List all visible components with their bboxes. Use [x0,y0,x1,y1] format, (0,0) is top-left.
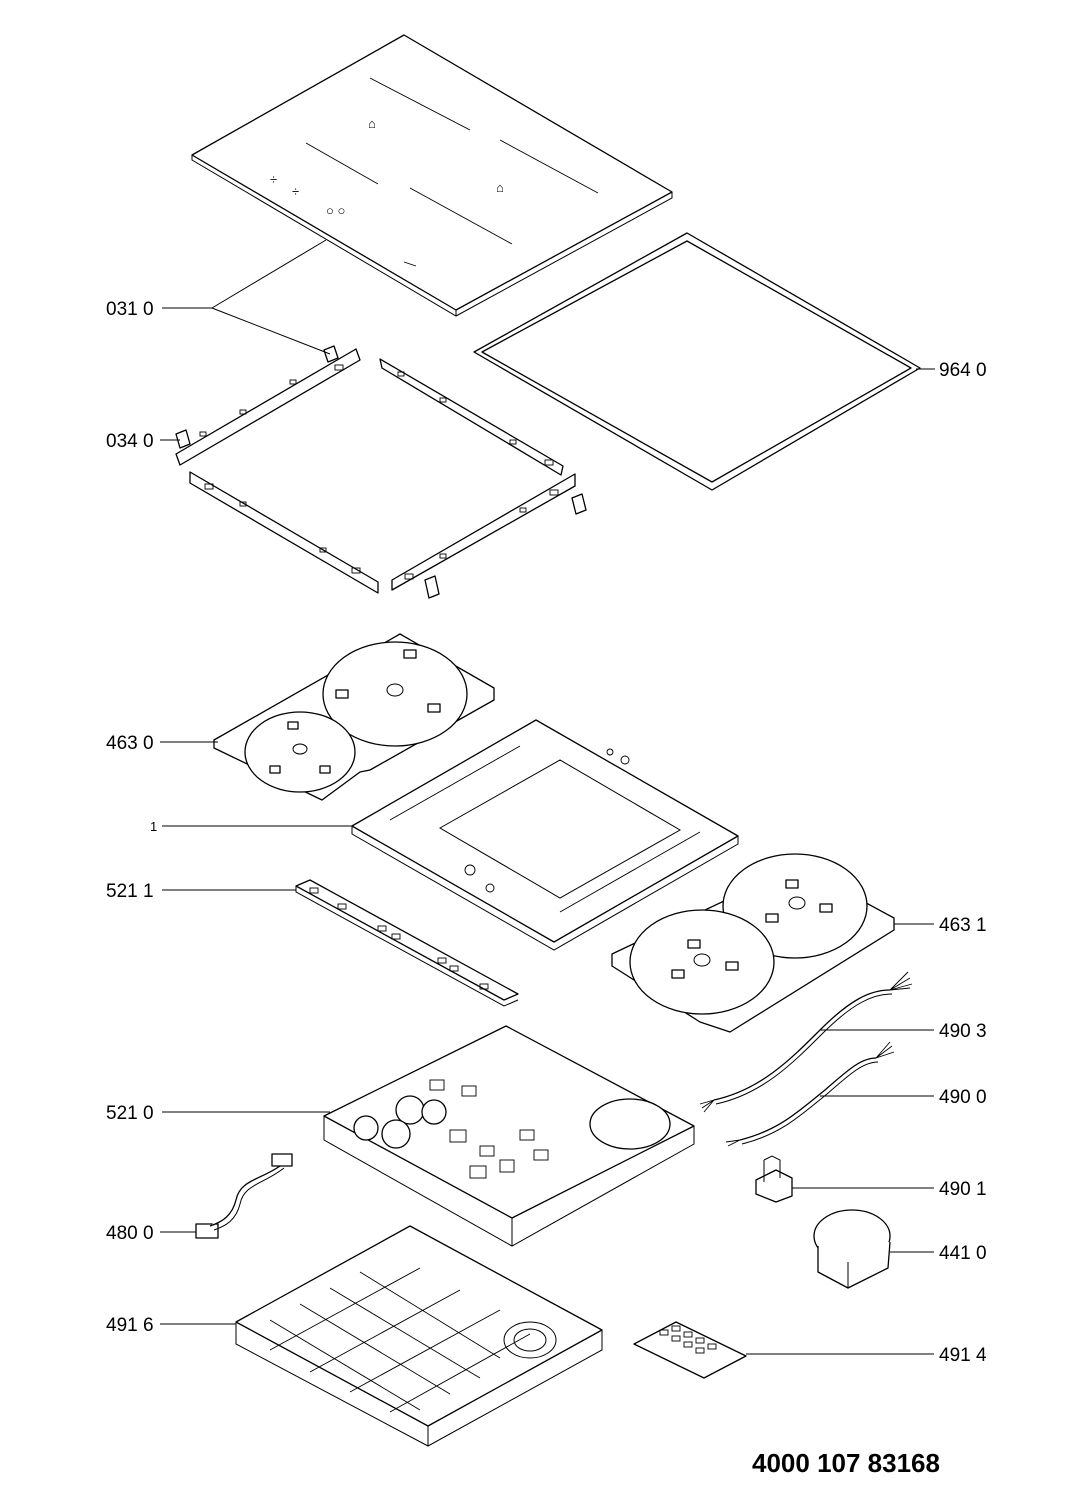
callout-frame-bracket: 034 0 [106,431,154,452]
gasket-part [473,232,921,491]
svg-text:○ ○: ○ ○ [326,203,345,218]
svg-text:⌂: ⌂ [496,180,504,195]
main-board-part [323,1025,695,1247]
coil-tray-left-part [213,633,495,801]
power-cables-part [699,971,913,1147]
callout-chassis: 1 [150,819,157,834]
svg-text:÷: ÷ [292,184,299,199]
callout-cable-clamp: 490 1 [939,1179,987,1200]
filter-grid-part [633,1321,747,1379]
glass-top-part: ⌂ ⌂ ÷ ÷ ○ ○ [191,34,673,317]
leader-lines [160,239,935,1355]
callout-fan: 441 0 [939,1243,987,1264]
svg-text:⌂: ⌂ [368,116,376,131]
callout-power-cable-a: 490 3 [939,1021,987,1042]
callout-bottom-case: 491 6 [106,1315,154,1336]
cable-clamp-part [755,1155,793,1203]
coil-tray-right-part [611,853,895,1033]
callout-coil-tray-right: 463 1 [939,915,987,936]
frame-rails-part [175,345,587,599]
fan-part [813,1209,891,1289]
callout-power-cable-b: 490 0 [939,1087,987,1108]
svg-text:÷: ÷ [270,172,277,187]
wire-harness-part [195,1153,293,1239]
chassis-part [351,719,739,951]
control-board-part [295,879,519,1007]
callout-coil-tray-left: 463 0 [106,733,154,754]
callout-control-board: 521 1 [106,881,154,902]
callout-glass-top: 031 0 [106,299,154,320]
callout-wire-harness: 480 0 [106,1223,154,1244]
callout-filter-grid: 491 4 [939,1345,987,1366]
bottom-case-part [235,1225,603,1447]
document-number: 4000 107 83168 [752,1448,940,1478]
callout-gasket: 964 0 [939,360,987,381]
callout-main-board: 521 0 [106,1103,154,1124]
